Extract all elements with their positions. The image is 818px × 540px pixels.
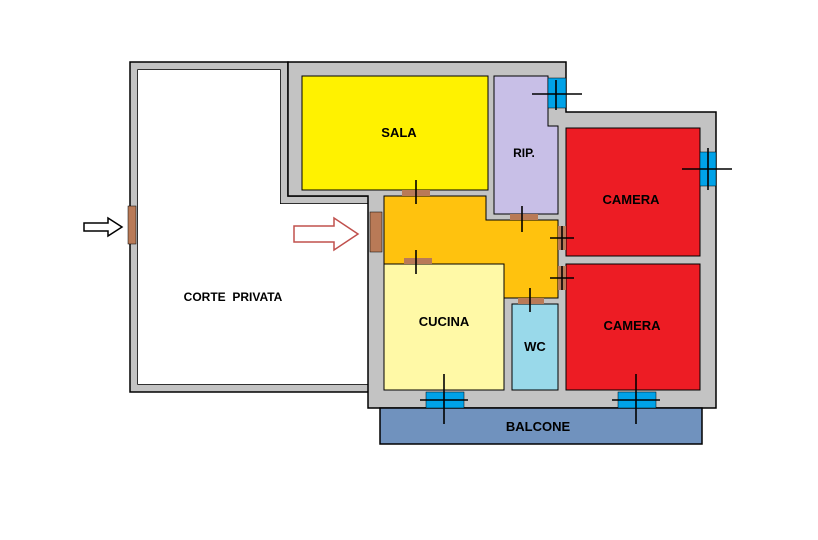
room-sala xyxy=(301,75,489,191)
label-sala: SALA xyxy=(381,125,417,140)
window-ripostiglio xyxy=(547,77,567,109)
room-ripostiglio xyxy=(493,75,559,215)
room-camera-2 xyxy=(565,263,701,391)
corte-privata-area xyxy=(138,70,280,384)
door-wc xyxy=(518,298,544,304)
arrow-right-icon xyxy=(293,216,360,252)
door-entrance xyxy=(369,211,383,253)
label-balcone: BALCONE xyxy=(506,419,571,434)
label-wc: WC xyxy=(524,339,546,354)
label-camera-1: CAMERA xyxy=(602,192,660,207)
arrow-right-icon xyxy=(83,216,124,238)
label-cucina: CUCINA xyxy=(419,314,470,329)
room-camera-1 xyxy=(565,127,701,257)
label-corte-privata: CORTE PRIVATA xyxy=(184,290,283,304)
balcone xyxy=(379,407,703,445)
door-ripostiglio xyxy=(510,214,538,220)
label-camera-2: CAMERA xyxy=(603,318,661,333)
cross-marks xyxy=(415,80,732,424)
room-wc xyxy=(511,303,559,391)
door-courtyard xyxy=(127,205,137,245)
label-ripostiglio: RIP. xyxy=(513,146,535,160)
door-cucina xyxy=(404,258,432,264)
